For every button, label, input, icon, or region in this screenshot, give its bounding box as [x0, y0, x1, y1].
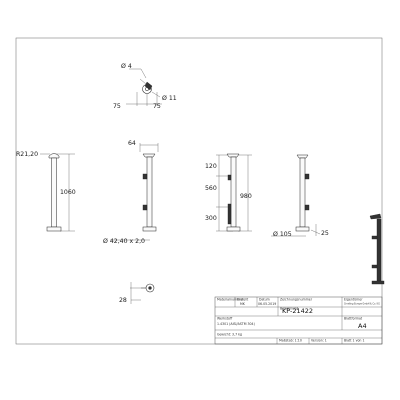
tb-label-date: Datum	[259, 298, 270, 302]
tb-label-drawing-no: Zeichnungsnummer	[280, 298, 313, 302]
dim-bracket-offset: 28	[119, 297, 127, 304]
dim-top-ring: Ø 11	[162, 94, 177, 102]
title-block: Materialnummer Erstellt Datum Zeichnungs…	[214, 296, 383, 345]
dim-view3-total: 980	[240, 193, 252, 200]
tb-label-name: Benennung	[280, 307, 298, 311]
tb-label-material: Materialnummer	[217, 298, 244, 302]
dim-view3-mid: 560	[205, 185, 217, 192]
dim-top-hole: Ø 4	[121, 62, 132, 70]
tb-sheet: Blatt 1 von 1	[344, 339, 364, 343]
dim-view1-radius: R21,20	[16, 151, 38, 158]
tb-label-owner: Eigentümer	[344, 298, 363, 302]
post-view-3: 120 560 300 980	[205, 153, 252, 232]
tb-label-created: Erstellt	[237, 298, 249, 302]
tb-material: 1.4301 (AISI/ASTM 304)	[217, 322, 255, 326]
tb-label-format: Blattformat	[344, 317, 363, 321]
dim-view3-bottom: 300	[205, 215, 217, 222]
tb-format: A4	[358, 322, 367, 330]
dim-view4-base: Ø 105	[273, 230, 292, 238]
post-view-4: Ø 105 25	[271, 154, 329, 238]
tb-scale: Maßstab: 1:10	[279, 339, 302, 343]
dim-view2-cap: 64	[128, 140, 136, 147]
tb-label-material2: Werkstoff	[217, 317, 233, 321]
tb-weight: Gewicht: 3,7 kg	[217, 333, 242, 337]
tb-created-by: MK	[240, 302, 246, 306]
dim-view4-flange: 25	[321, 230, 329, 237]
dim-view2-tube: Ø 42,40 x 2,0	[103, 237, 145, 245]
top-detail-view: Ø 4 Ø 11 75 75	[113, 62, 177, 110]
dim-top-width-1: 75	[113, 103, 121, 110]
dim-top-width-2: 75	[153, 103, 161, 110]
post-view-1: R21,20 1060	[16, 151, 76, 232]
bracket-detail: 28	[119, 282, 155, 304]
dim-view3-top: 120	[205, 163, 217, 170]
tb-owner: Q-railing Europe GmbH & Co. KG	[344, 303, 380, 306]
dim-view1-height: 1060	[60, 189, 76, 196]
sheet-frame	[15, 37, 383, 345]
tb-drawing-no: KP-21422	[282, 307, 313, 315]
post-view-2: 64 Ø 42,40 x 2,0	[103, 140, 159, 245]
side-view	[369, 213, 385, 285]
tb-date: 06.05.2019	[258, 302, 276, 306]
tb-version: Version: 1	[311, 339, 327, 343]
